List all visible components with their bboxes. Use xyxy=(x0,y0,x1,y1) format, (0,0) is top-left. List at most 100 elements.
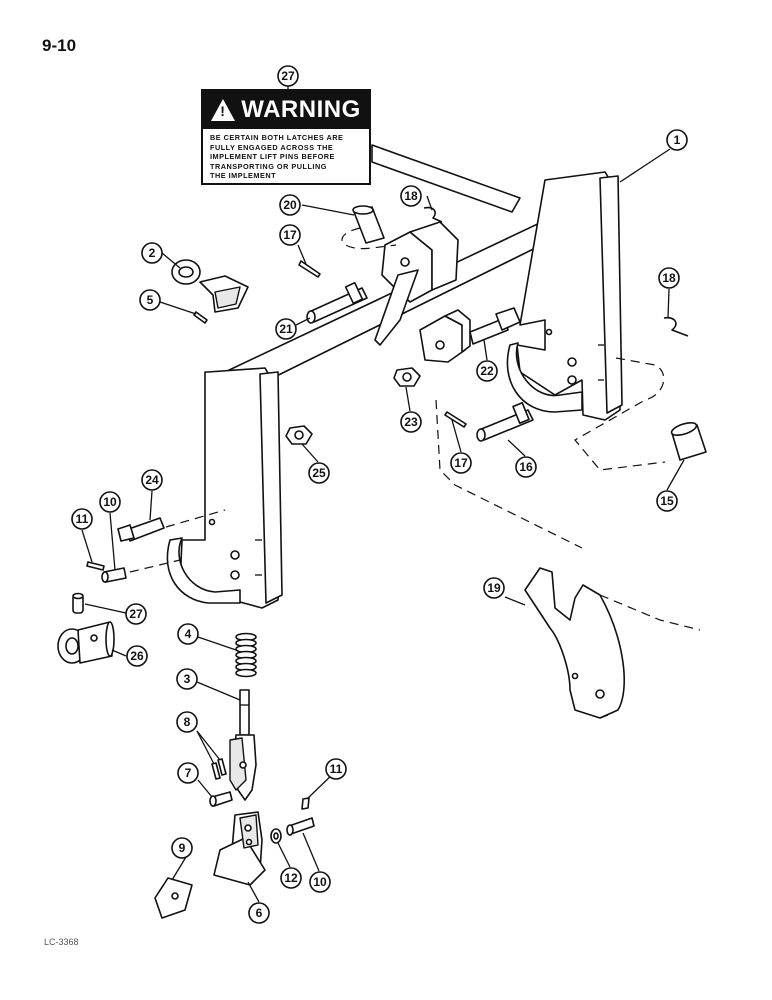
pin-11-left xyxy=(86,561,105,571)
callout-6: 6 xyxy=(248,902,270,924)
nut-25 xyxy=(285,425,313,445)
callout-18-top: 18 xyxy=(400,185,422,207)
callout-18-right: 18 xyxy=(658,267,680,289)
pin-16 xyxy=(476,401,534,442)
svg-text:5: 5 xyxy=(147,293,154,307)
callout-5: 5 xyxy=(139,289,161,311)
callout-16: 16 xyxy=(515,456,537,478)
callout-12: 12 xyxy=(280,867,302,889)
callout-1: 1 xyxy=(666,129,688,151)
pin-10-left xyxy=(101,567,127,583)
bushing-15 xyxy=(670,421,707,461)
warning-line: IMPLEMENT LIFT PINS BEFORE xyxy=(210,152,335,161)
svg-text:1: 1 xyxy=(674,133,681,147)
bolt-24 xyxy=(117,517,165,542)
callout-27: 27 xyxy=(125,603,147,625)
pin-10-right xyxy=(286,817,315,836)
callout-9: 9 xyxy=(171,837,193,859)
svg-text:16: 16 xyxy=(519,460,533,474)
callout-17-top: 17 xyxy=(279,224,301,246)
hook-2 xyxy=(171,259,249,313)
callout-24: 24 xyxy=(141,469,163,491)
svg-text:21: 21 xyxy=(279,322,293,336)
bushing-26 xyxy=(57,621,115,664)
svg-text:10: 10 xyxy=(313,875,327,889)
bushing-20 xyxy=(352,205,385,244)
bolt-22 xyxy=(469,307,521,345)
svg-text:22: 22 xyxy=(480,364,494,378)
svg-text:3: 3 xyxy=(184,672,191,686)
warning-line: FULLY ENGAGED ACROSS THE xyxy=(210,142,334,152)
pin-7 xyxy=(209,791,233,807)
callout-10-left: 10 xyxy=(99,491,121,513)
warning-message: BE CERTAIN BOTH LATCHES ARE FULLY ENGAGE… xyxy=(203,129,369,181)
svg-text:17: 17 xyxy=(454,456,468,470)
svg-text:11: 11 xyxy=(330,762,343,776)
callout-11-right: 11 xyxy=(325,758,347,780)
warning-header: ! WARNING xyxy=(203,91,369,129)
svg-text:6: 6 xyxy=(256,906,263,920)
svg-text:18: 18 xyxy=(662,271,676,285)
page-number: 9-10 xyxy=(42,36,77,55)
callout-8: 8 xyxy=(176,711,198,733)
svg-text:4: 4 xyxy=(185,627,192,641)
svg-text:8: 8 xyxy=(184,715,191,729)
assembly-path-right xyxy=(574,357,666,471)
handle-6 xyxy=(213,811,266,886)
quick-hitch-frame xyxy=(166,171,623,609)
svg-text:23: 23 xyxy=(404,415,418,429)
roll-pins-8 xyxy=(211,758,227,780)
assembly-path-pin xyxy=(129,559,181,573)
clip-18-right xyxy=(663,316,689,337)
warning-line: THE IMPLEMENT xyxy=(210,171,277,180)
spring-4 xyxy=(235,632,257,678)
svg-text:25: 25 xyxy=(312,466,326,480)
warning-triangle-icon: ! xyxy=(211,99,236,121)
warning-line: TRANSPORTING OR PULLING xyxy=(210,161,327,171)
callout-4: 4 xyxy=(177,623,199,645)
latch-19 xyxy=(524,567,626,719)
svg-text:27: 27 xyxy=(281,69,295,83)
pin-17-lower xyxy=(444,411,467,428)
callout-7: 7 xyxy=(177,762,199,784)
leader-lines xyxy=(81,148,685,903)
callout-11-left: 11 xyxy=(71,508,93,530)
svg-text:19: 19 xyxy=(487,581,501,595)
svg-text:24: 24 xyxy=(145,473,159,487)
svg-text:9: 9 xyxy=(179,841,186,855)
callout-23: 23 xyxy=(400,411,422,433)
callout-22: 22 xyxy=(476,360,498,382)
svg-text:11: 11 xyxy=(76,512,89,526)
callout-26: 26 xyxy=(126,645,148,667)
svg-text:26: 26 xyxy=(130,649,144,663)
figure-code: LC-3368 xyxy=(44,937,79,947)
warning-title: WARNING xyxy=(241,96,361,123)
latch-rod-3 xyxy=(229,689,257,801)
callout-3: 3 xyxy=(176,668,198,690)
clip-18-top xyxy=(423,206,443,223)
warning-line: BE CERTAIN BOTH LATCHES ARE xyxy=(210,133,344,142)
callout-21: 21 xyxy=(275,318,297,340)
callout-2: 2 xyxy=(141,242,163,264)
callout-10-right: 10 xyxy=(309,871,331,893)
svg-text:10: 10 xyxy=(103,495,117,509)
svg-text:7: 7 xyxy=(185,766,192,780)
svg-text:18: 18 xyxy=(404,189,418,203)
svg-text:15: 15 xyxy=(660,494,674,508)
svg-text:12: 12 xyxy=(284,871,298,885)
callout-19: 19 xyxy=(483,577,505,599)
svg-text:20: 20 xyxy=(283,198,297,212)
pin-11-right xyxy=(301,797,310,810)
pin-21 xyxy=(306,281,368,324)
callout-17-lower: 17 xyxy=(450,452,472,474)
callout-27-warning: 27 xyxy=(277,65,299,87)
assembly-path-lower xyxy=(435,399,701,631)
svg-text:27: 27 xyxy=(129,607,143,621)
pin-17-top xyxy=(298,260,321,278)
assembly-path-bolt xyxy=(165,509,226,528)
warning-decal: ! WARNING BE CERTAIN BOTH LATCHES ARE FU… xyxy=(201,89,371,185)
grip-9 xyxy=(154,877,193,919)
callout-20: 20 xyxy=(279,194,301,216)
callout-25: 25 xyxy=(308,462,330,484)
